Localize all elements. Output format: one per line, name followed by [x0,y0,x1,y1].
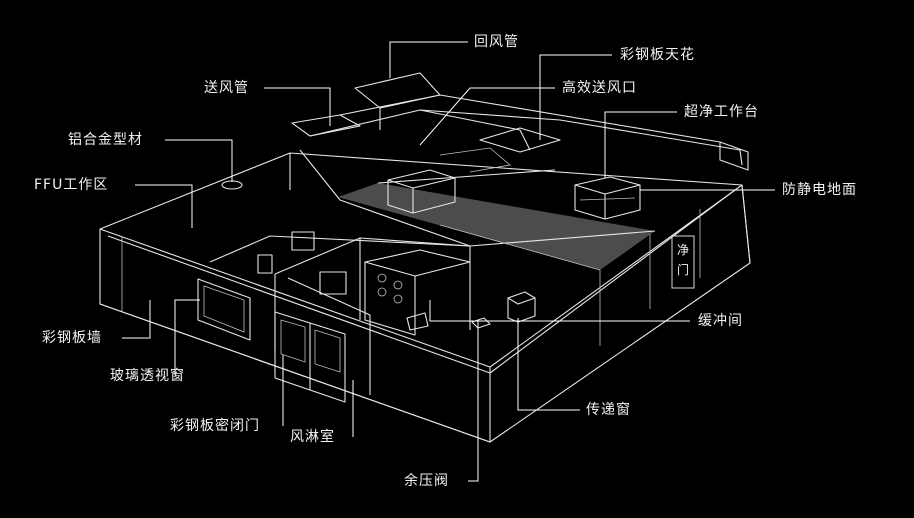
label-steel-door: 彩钢板密闭门 [170,418,260,434]
wall-sign-frame [671,235,695,289]
steel-door [274,311,346,403]
label-aluminum-profile: 铝合金型材 [68,132,143,148]
ffu-vent-ellipse [221,180,243,190]
antistatic-floor-area [338,183,655,270]
label-hepa-outlet: 高效送风口 [562,80,637,96]
ducts [291,72,749,173]
label-return-air-duct: 回风管 [474,34,519,50]
label-color-steel-wall: 彩钢板墙 [42,330,102,346]
label-color-steel-ceiling: 彩钢板天花 [620,47,695,63]
label-glass-window: 玻璃透视窗 [110,368,185,384]
label-pass-box: 传递窗 [586,402,631,418]
label-pressure-valve: 余压阀 [404,473,449,489]
hepa-box [387,169,456,214]
label-clean-bench: 超净工作台 [684,104,759,120]
wall-units [257,231,491,331]
label-buffer-room: 缓冲间 [698,313,743,329]
pass-box [507,291,536,323]
outer-walls [99,152,751,443]
partitions [209,149,656,395]
label-antistatic-floor: 防静电地面 [782,182,857,198]
label-supply-air-duct: 送风管 [204,80,249,96]
leader-lines [122,41,775,482]
label-ffu-area: FFU工作区 [34,177,109,193]
glass-window [197,278,251,341]
label-air-shower: 风淋室 [290,429,335,445]
clean-bench [574,176,641,220]
air-shower [364,249,471,336]
wall-sign-text: 净 门 [676,243,689,277]
